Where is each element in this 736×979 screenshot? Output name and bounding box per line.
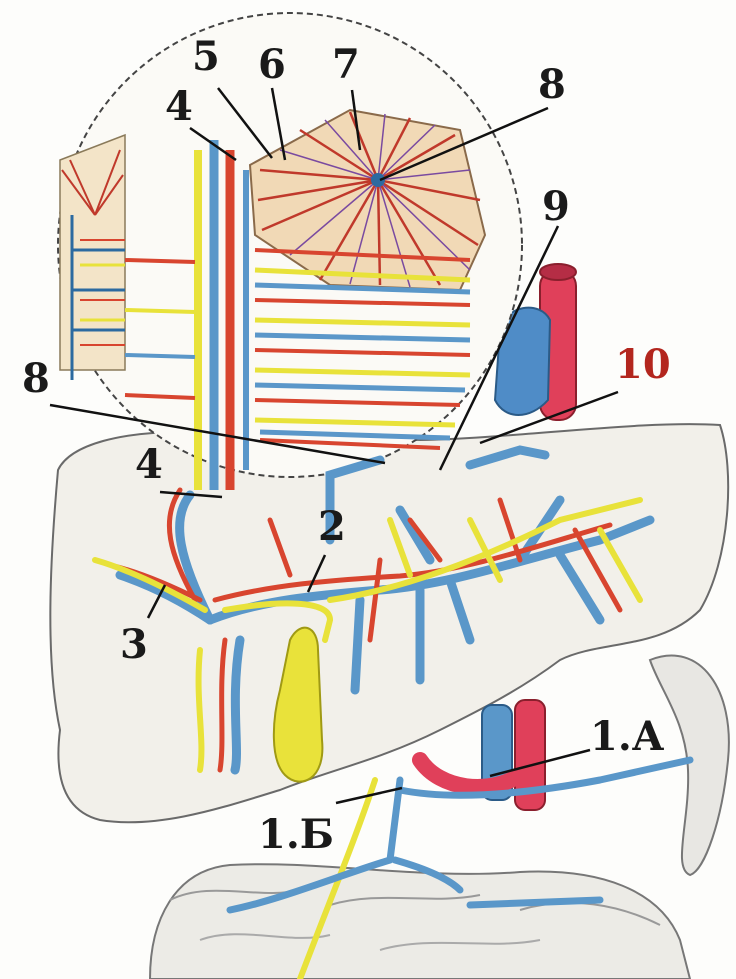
label-6: 6 [258,41,286,88]
label-1a: 1.А [590,713,665,760]
label-10: 10 [615,341,671,388]
label-4-top: 4 [165,83,193,130]
left-lobule [60,135,125,380]
label-9: 9 [542,183,570,230]
label-8-left: 8 [22,355,50,402]
label-4-mid: 4 [135,441,163,488]
label-2: 2 [318,503,346,550]
label-7: 7 [332,41,360,88]
intestine [150,864,690,979]
label-8-top: 8 [538,61,566,108]
label-3: 3 [120,621,148,668]
label-5: 5 [192,33,220,80]
label-1b: 1.Б [258,811,334,858]
